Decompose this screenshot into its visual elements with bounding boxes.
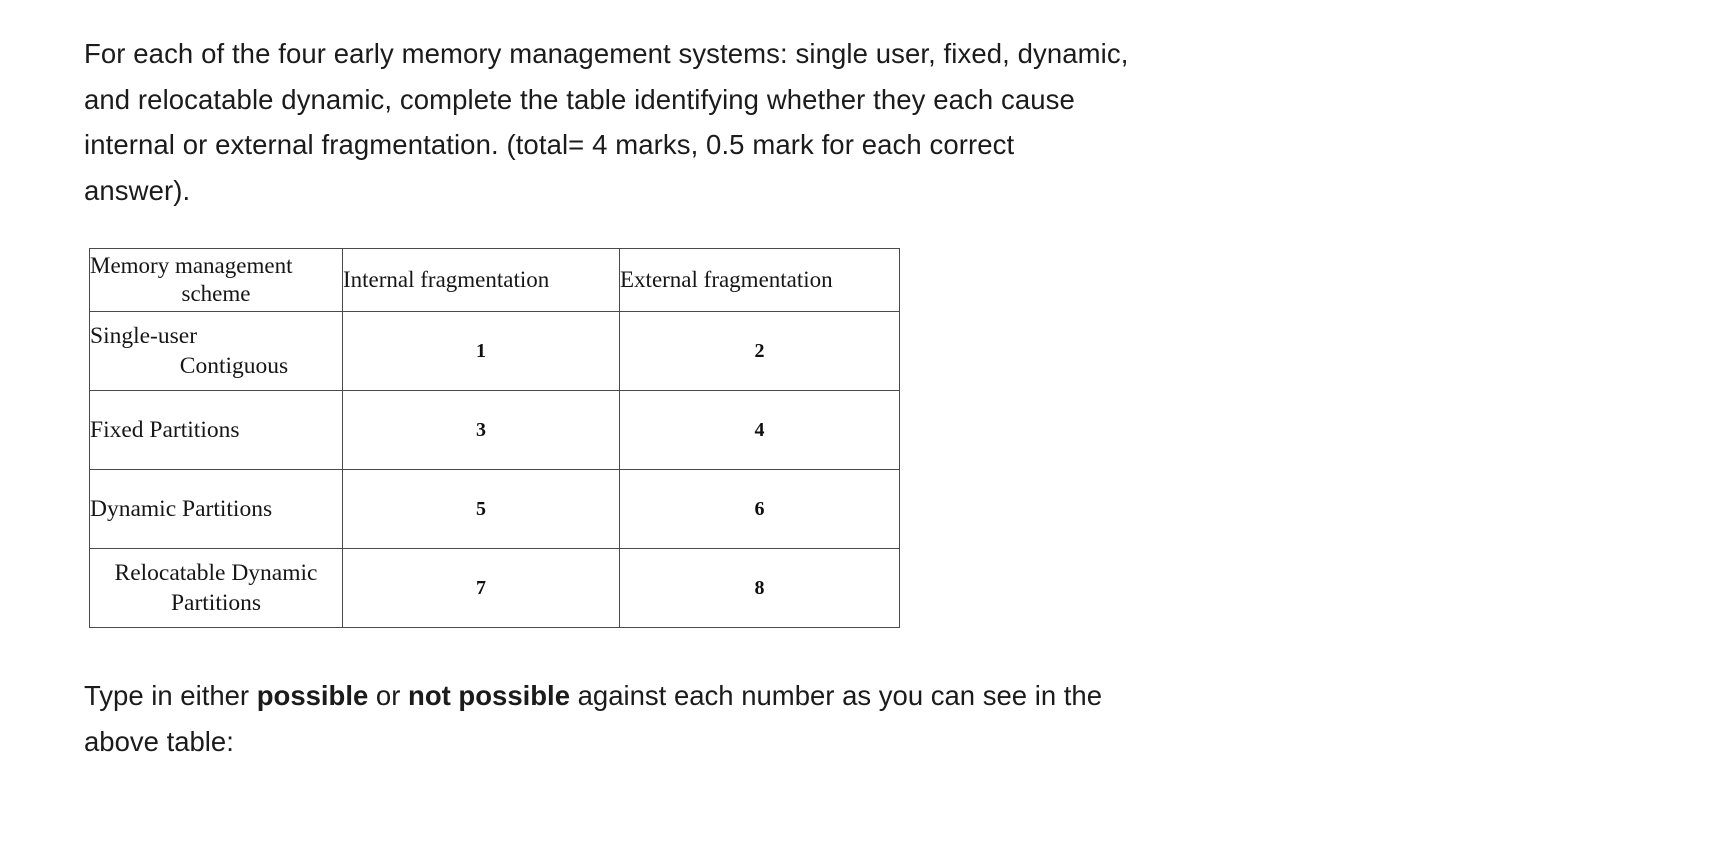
table-row: Dynamic Partitions 5 6	[89, 469, 900, 549]
scheme-line-2: Contiguous	[179, 353, 289, 379]
scheme-line-2: Partitions	[170, 590, 262, 616]
row-label-fixed-partitions: Fixed Partitions	[89, 390, 343, 470]
scheme-line-1: Dynamic Partitions	[90, 496, 273, 522]
row-label-dynamic-partitions: Dynamic Partitions	[89, 469, 343, 549]
row-label-relocatable-dynamic-partitions: Relocatable Dynamic Partitions	[89, 548, 343, 628]
closing-bold-not-possible: not possible	[408, 680, 570, 711]
closing-bold-possible: possible	[256, 680, 369, 711]
closing-text-part-1: Type in either	[84, 680, 257, 711]
cell-external-4[interactable]: 4	[619, 390, 900, 470]
table-row: Single-user Contiguous 1 2	[89, 311, 900, 391]
cell-internal-3[interactable]: 3	[342, 390, 620, 470]
fragmentation-table: Memory management scheme Internal fragme…	[89, 248, 900, 628]
header-cell-internal-fragmentation: Internal fragmentation	[342, 248, 620, 312]
scheme-line-1: Relocatable Dynamic	[114, 560, 318, 586]
fragmentation-table-container: Memory management scheme Internal fragme…	[89, 248, 900, 628]
scheme-line-1: Fixed Partitions	[90, 417, 240, 443]
closing-text-part-2: or	[368, 680, 409, 711]
intro-line-4: answer).	[84, 174, 191, 206]
intro-line-2: and relocatable dynamic, complete the ta…	[84, 83, 1075, 115]
row-label-single-user-contiguous: Single-user Contiguous	[89, 311, 343, 391]
header-scheme-line-1: Memory management	[90, 253, 293, 278]
cell-internal-1[interactable]: 1	[342, 311, 620, 391]
cell-external-2[interactable]: 2	[619, 311, 900, 391]
header-cell-external-fragmentation: External fragmentation	[619, 248, 900, 312]
closing-text-part-3: against each number as you can see in th…	[569, 680, 1102, 711]
question-intro-paragraph: For each of the four early memory manage…	[84, 31, 1264, 213]
intro-line-1: For each of the four early memory manage…	[84, 38, 1129, 69]
closing-line-2: above table:	[84, 725, 234, 757]
table-row: Fixed Partitions 3 4	[89, 390, 900, 470]
closing-line-1: Type in either possible or not possible …	[84, 673, 1284, 719]
cell-internal-5[interactable]: 5	[342, 469, 620, 549]
cell-external-6[interactable]: 6	[619, 469, 900, 549]
cell-external-8[interactable]: 8	[619, 548, 900, 628]
cell-internal-7[interactable]: 7	[342, 548, 620, 628]
header-cell-scheme: Memory management scheme	[89, 248, 343, 312]
scheme-line-1: Single-user	[90, 323, 198, 349]
closing-instruction-paragraph: Type in either possible or not possible …	[84, 673, 1284, 764]
intro-line-3: internal or external fragmentation. (tot…	[84, 129, 1015, 160]
table-header-row: Memory management scheme Internal fragme…	[89, 248, 900, 312]
header-scheme-line-2: scheme	[181, 281, 251, 306]
table-row: Relocatable Dynamic Partitions 7 8	[89, 548, 900, 628]
